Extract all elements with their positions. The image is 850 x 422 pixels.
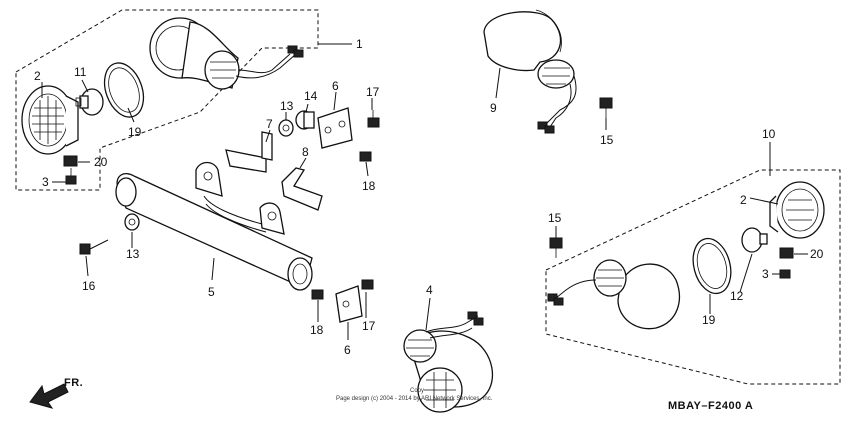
callout-20-left[interactable]: 20 — [94, 155, 108, 169]
callout-19-right[interactable]: 19 — [702, 313, 716, 327]
callout-6-top[interactable]: 6 — [332, 79, 339, 93]
callout-2-right[interactable]: 2 — [740, 193, 747, 207]
bolt-part-17-top[interactable] — [367, 110, 380, 128]
bracket-part-7[interactable] — [225, 131, 273, 173]
front-direction-arrow: FR. — [29, 377, 83, 409]
callout-20-right[interactable]: 20 — [810, 247, 824, 261]
callout-19-left[interactable]: 19 — [128, 125, 142, 139]
callout-5[interactable]: 5 — [208, 285, 215, 299]
callout-16[interactable]: 16 — [82, 279, 96, 293]
callout-15-top[interactable]: 15 — [600, 133, 614, 147]
turn-signal-right-front-part[interactable] — [483, 9, 577, 134]
callout-17-top[interactable]: 17 — [366, 85, 380, 99]
bolt-part-16[interactable] — [79, 239, 109, 255]
bolt-part-15-right[interactable] — [549, 237, 563, 258]
callout-3-right[interactable]: 3 — [762, 267, 769, 281]
gasket-ring-part-right[interactable] — [687, 234, 736, 297]
leader-lines — [41, 43, 808, 340]
bolt-part-18-bottom[interactable] — [311, 289, 324, 300]
copyright-text: Page design (c) 2004 - 2014 by ARI Netwo… — [336, 396, 493, 402]
turn-signal-housing-part[interactable] — [149, 17, 304, 90]
callout-8[interactable]: 8 — [302, 145, 309, 159]
lens-part[interactable] — [21, 85, 79, 155]
callout-7[interactable]: 7 — [266, 117, 273, 131]
copyright-top-text: Copy — [410, 388, 424, 394]
diagram-code: MBAY–F2400 A — [668, 400, 753, 412]
callout-13-bottom[interactable]: 13 — [126, 247, 140, 261]
callout-17-bottom[interactable]: 17 — [362, 319, 376, 333]
bulb-part[interactable] — [75, 88, 104, 116]
callout-13-top[interactable]: 13 — [280, 99, 294, 113]
callout-3-left[interactable]: 3 — [42, 175, 49, 189]
screw-part-right[interactable] — [779, 269, 791, 279]
callout-14[interactable]: 14 — [304, 89, 318, 103]
clip-nut-part-right[interactable] — [779, 247, 794, 259]
callout-10[interactable]: 10 — [762, 127, 776, 141]
bolt-part-17-bottom[interactable] — [361, 279, 374, 290]
gasket-ring-part[interactable] — [98, 58, 151, 123]
turn-signal-housing-part-right[interactable] — [547, 259, 680, 330]
bolt-part-18-top[interactable] — [359, 151, 372, 162]
callout-12[interactable]: 12 — [730, 289, 744, 303]
clip-nut-part-left[interactable] — [63, 155, 78, 167]
nut-part-13-top[interactable] — [278, 119, 294, 137]
plate-part-6-top[interactable] — [317, 107, 353, 149]
screw-part-left[interactable] — [65, 168, 77, 185]
bracket-part-8[interactable] — [281, 167, 323, 211]
stay-bar-part[interactable] — [115, 161, 313, 291]
callout-2-left[interactable]: 2 — [34, 69, 41, 83]
callout-1[interactable]: 1 — [356, 37, 363, 51]
callout-4[interactable]: 4 — [426, 283, 433, 297]
callout-18-top[interactable]: 18 — [362, 179, 376, 193]
callout-labels: 1 2 11 19 20 3 7 13 14 6 17 8 18 13 16 5… — [34, 37, 824, 357]
nut-part-13-bottom[interactable] — [124, 213, 140, 231]
front-direction-label: FR. — [64, 377, 83, 389]
callout-11[interactable]: 11 — [74, 65, 87, 79]
callout-9[interactable]: 9 — [490, 101, 497, 115]
bolt-part-15-top[interactable] — [599, 97, 613, 118]
callout-18-bottom[interactable]: 18 — [310, 323, 324, 337]
callout-15-right[interactable]: 15 — [548, 211, 562, 225]
collar-part-14[interactable] — [295, 110, 315, 130]
turn-signal-rear-left-part[interactable] — [403, 311, 494, 413]
lens-part-right[interactable] — [769, 181, 825, 239]
bulb-part-right[interactable] — [741, 227, 768, 253]
plate-part-6-bottom[interactable] — [335, 285, 363, 323]
callout-6-bottom[interactable]: 6 — [344, 343, 351, 357]
